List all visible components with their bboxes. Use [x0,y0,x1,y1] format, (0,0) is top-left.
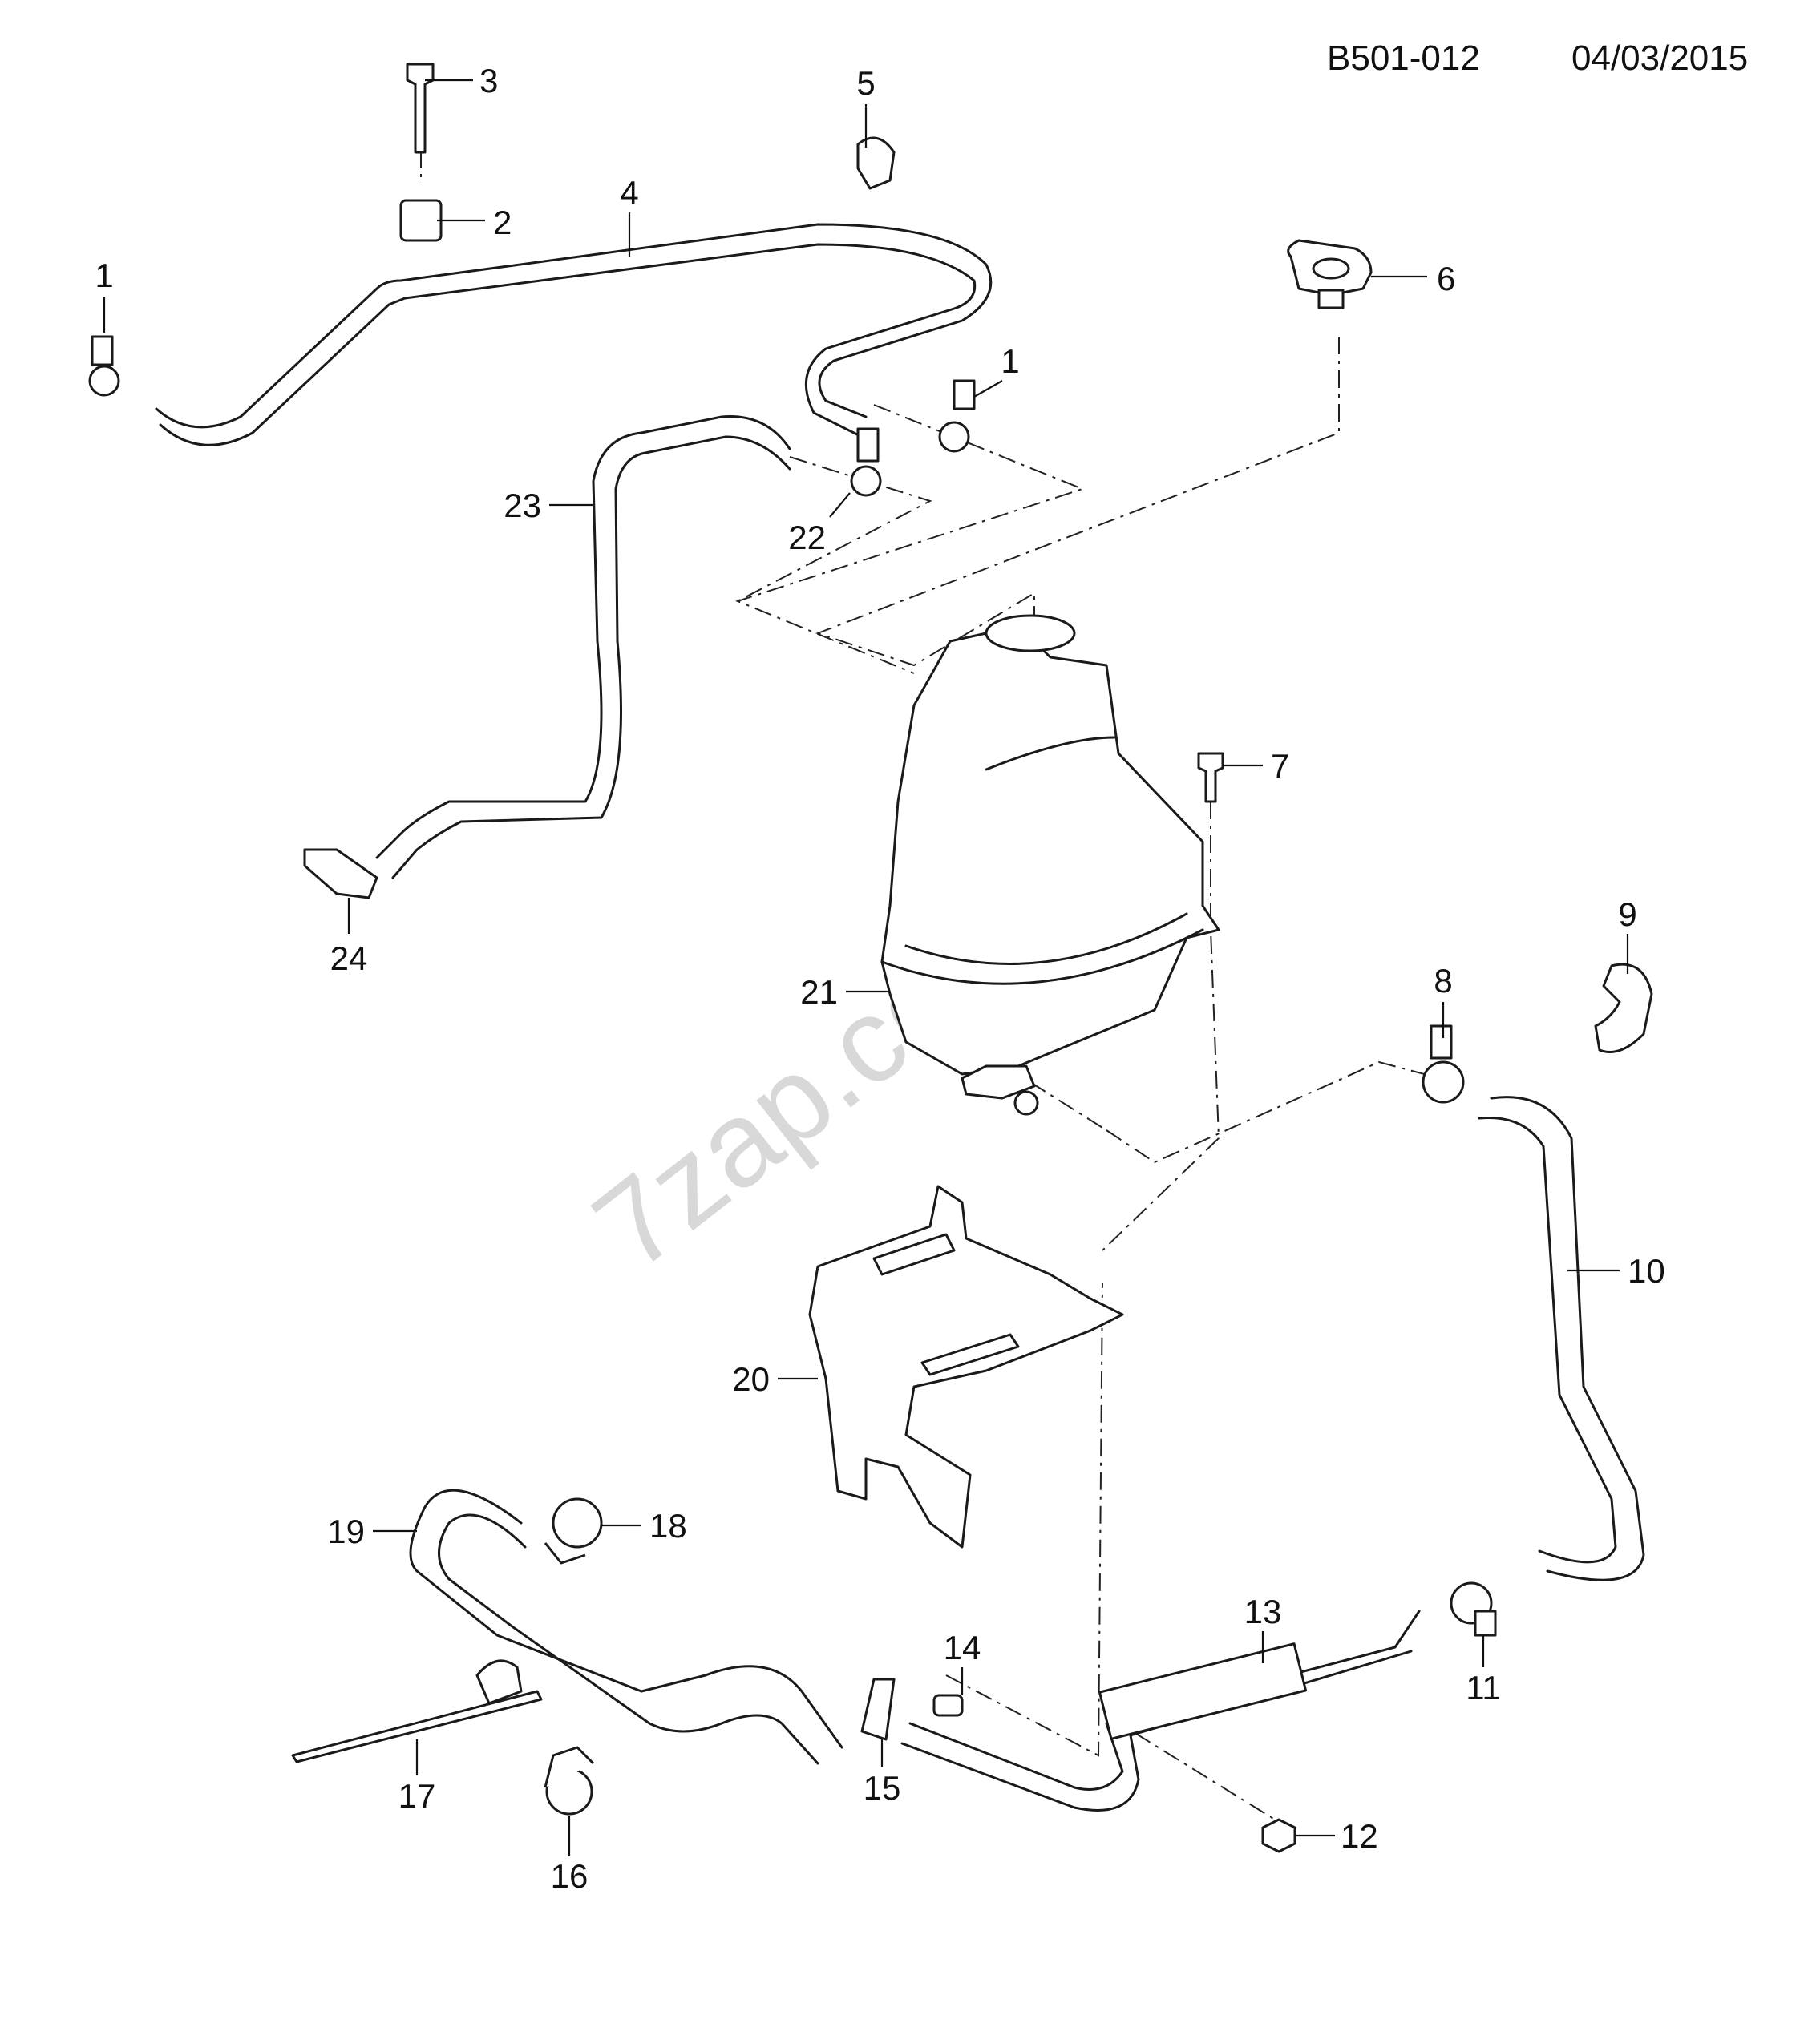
bracket-20 [808,1185,1124,1549]
hose-4 [155,223,993,446]
diagram-code: B501-012 [1327,38,1480,78]
callout-2: 2 [493,204,512,241]
callout-3: 3 [479,62,498,99]
reservoir-21 [880,614,1220,1116]
hose-10 [1478,1096,1645,1581]
callout-8: 8 [1434,962,1452,1000]
callout-5: 5 [856,64,875,102]
callout-6: 6 [1437,260,1455,297]
callout-20: 20 [732,1360,770,1398]
callout-24: 24 [330,939,368,977]
callout-17: 17 [398,1777,436,1815]
callout-12: 12 [1341,1817,1378,1855]
callout-13: 13 [1244,1593,1282,1630]
leader-lines [103,79,1629,1856]
callout-4: 4 [620,174,638,212]
diagram-date: 04/03/2015 [1571,38,1749,78]
pipe-13 [900,1610,1421,1812]
callout-21: 21 [800,973,838,1011]
callout-10: 10 [1628,1252,1665,1290]
callout-1-right: 1 [1001,342,1019,380]
callout-11: 11 [1466,1669,1501,1707]
hose-19 [409,1489,843,1765]
callout-15: 15 [864,1769,901,1807]
callout-9: 9 [1618,895,1636,933]
callout-19: 19 [327,1513,365,1550]
callout-16: 16 [551,1857,589,1895]
callout-1-left: 1 [95,257,113,294]
callout-23: 23 [504,487,541,524]
callout-18: 18 [649,1507,687,1545]
hose-23 [375,415,791,879]
small-parts [88,63,1653,1853]
callout-7: 7 [1271,747,1289,785]
callout-22: 22 [788,519,826,556]
filler-cap-6 [1287,239,1373,309]
callout-14: 14 [944,1629,981,1666]
callout-labels: 1 1 2 3 4 5 6 7 8 9 10 11 12 13 14 15 16… [95,62,1664,1895]
